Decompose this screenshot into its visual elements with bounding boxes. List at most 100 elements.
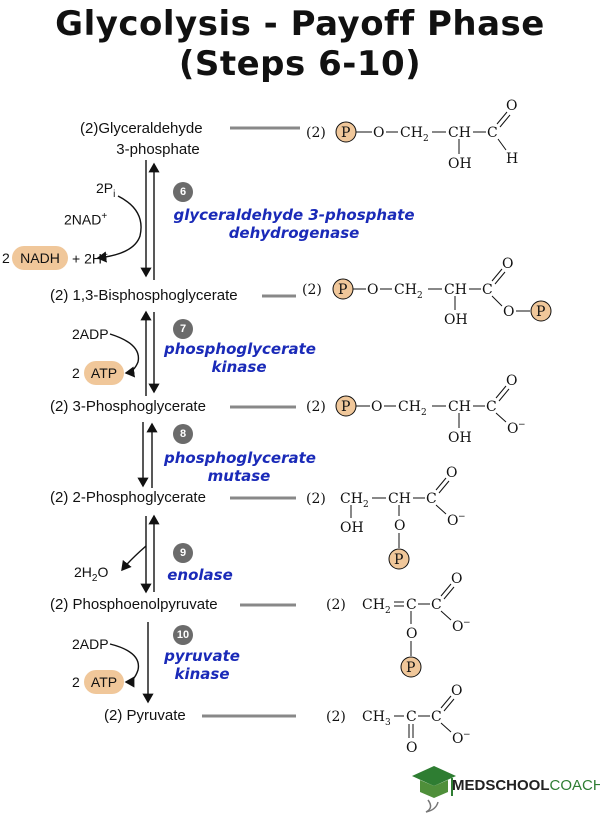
nadh-pill: NADH [12,246,68,270]
metabolite-3pg: (2) 3-Phosphoglycerate [50,398,206,415]
svg-text:O: O [452,731,463,747]
svg-text:C: C [426,491,437,507]
atp-pill-10: ATP [84,670,124,694]
title-line-1: Glycolysis - Payoff Phase [55,4,545,44]
svg-text:CH: CH [340,491,363,507]
cofactor-arc-9 [121,545,147,572]
cofactor-atp-7-count: 2 [72,365,80,381]
cofactor-water: 2H2O [74,564,109,584]
step-9-badge: 9 [173,543,193,563]
svg-text:P: P [536,304,545,320]
svg-text:H: H [506,151,518,167]
svg-text:−: − [518,420,526,430]
svg-text:C: C [431,709,442,725]
svg-text:2: 2 [421,408,427,418]
cofactor-nadh-count: 2 [2,250,10,266]
svg-text:(2): (2) [306,399,326,415]
svg-text:C: C [487,125,498,141]
title-line-2: (Steps 6-10) [178,44,422,84]
svg-text:−: − [463,618,471,628]
svg-text:O: O [367,282,378,298]
svg-text:O: O [503,304,514,320]
svg-text:O: O [451,683,462,699]
graduation-cap-logo-icon [412,766,456,813]
cofactor-arc-6 [96,195,142,263]
cofactor-nad: 2NAD+ [64,211,108,228]
svg-text:OH: OH [448,430,472,446]
enzyme-step-9: enolase [167,566,233,584]
svg-text:OH: OH [340,520,364,536]
svg-text:CH: CH [400,125,423,141]
svg-text:O: O [406,740,417,756]
svg-text:2: 2 [385,606,391,616]
svg-text:O: O [394,518,405,534]
svg-text:C: C [431,597,442,613]
metabolite-pep: (2) Phosphoenolpyruvate [50,596,218,613]
svg-text:OH: OH [448,156,472,172]
svg-text:(2): (2) [306,125,326,141]
svg-text:CH: CH [394,282,417,298]
svg-text:O: O [446,465,457,481]
svg-text:CH: CH [398,399,421,415]
svg-text:(2): (2) [302,282,322,298]
svg-text:(2): (2) [326,597,346,613]
svg-text:C: C [482,282,493,298]
svg-text:O: O [373,125,384,141]
svg-text:CH: CH [388,491,411,507]
svg-text:2: 2 [417,291,423,301]
svg-text:O: O [506,98,517,114]
svg-text:CH: CH [362,709,385,725]
svg-text:C: C [406,709,417,725]
cofactor-adp-7: 2ADP [72,326,109,342]
svg-text:C: C [406,597,417,613]
svg-text:O: O [506,373,517,389]
svg-text:O: O [452,619,463,635]
svg-text:−: − [458,512,466,522]
svg-text:2: 2 [363,500,369,510]
svg-text:3: 3 [385,718,391,728]
svg-text:CH: CH [448,399,471,415]
svg-text:P: P [406,660,415,676]
step-8-badge: 8 [173,424,193,444]
svg-text:P: P [341,399,350,415]
svg-text:C: C [486,399,497,415]
step-7-badge: 7 [173,319,193,339]
cofactor-arc-10 [109,643,140,688]
svg-text:−: − [463,730,471,740]
svg-text:O: O [371,399,382,415]
svg-text:P: P [341,125,350,141]
svg-text:O: O [502,256,513,272]
logo-text: MEDSCHOOLCOACH [452,777,600,794]
svg-text:O: O [507,421,518,437]
step-6-badge: 6 [173,182,193,202]
svg-text:OH: OH [444,312,468,328]
atp-pill-7: ATP [84,361,124,385]
metabolite-2pg: (2) 2-Phosphoglycerate [50,489,206,506]
cofactor-arc-7 [109,333,140,378]
svg-text:P: P [394,552,403,568]
svg-text:(2): (2) [306,491,326,507]
cofactor-adp-10: 2ADP [72,636,109,652]
metabolite-1-3-bpg: (2) 1,3-Bisphosphoglycerate [50,287,238,304]
svg-text:CH: CH [362,597,385,613]
svg-text:P: P [338,282,347,298]
metabolite-gap-line2: 3-phosphate [116,141,200,158]
svg-text:2: 2 [423,134,429,144]
svg-text:O: O [447,513,458,529]
step-10-badge: 10 [173,625,193,645]
cofactor-atp-10-count: 2 [72,674,80,690]
svg-text:CH: CH [448,125,471,141]
svg-text:(2): (2) [326,709,346,725]
svg-text:CH: CH [444,282,467,298]
